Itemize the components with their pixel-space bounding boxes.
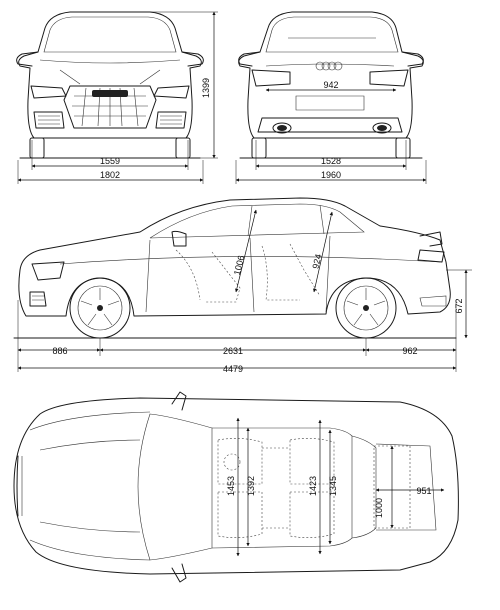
front-shoulder-width: 1453 [226, 476, 236, 496]
rear-overall-width: 1960 [321, 170, 341, 180]
front-height: 1399 [201, 78, 211, 98]
top-dimension-labels: 1453 1392 1423 1345 1000 951 [226, 476, 432, 518]
front-headroom: 1006 [232, 254, 247, 276]
trunk-length: 1000 [374, 498, 384, 518]
rear-headroom: 924 [311, 253, 324, 270]
rear-overhang: 962 [402, 346, 417, 356]
front-view [16, 11, 204, 159]
front-overall-width: 1802 [100, 170, 120, 180]
side-dimension-labels: 886 2631 962 4479 672 1006 924 [52, 253, 464, 374]
front-track-width: 1559 [100, 156, 120, 166]
trunk-opening-width: 942 [323, 80, 338, 90]
rear-view [238, 11, 424, 159]
side-dimension-lines [17, 209, 472, 372]
rear-height: 672 [454, 298, 464, 313]
wheelbase: 2631 [223, 346, 243, 356]
front-rear-dimension-labels: 1559 1802 1399 1528 1960 942 [100, 78, 341, 180]
top-dimension-lines [236, 417, 445, 557]
rear-elbow-width: 1345 [328, 476, 338, 496]
rear-track-width: 1528 [321, 156, 341, 166]
front-overhang: 886 [52, 346, 67, 356]
audi-rings-icon [315, 61, 343, 71]
front-elbow-width: 1392 [246, 476, 256, 496]
overall-length: 4479 [223, 364, 243, 374]
top-view [13, 391, 459, 583]
trunk-width: 951 [416, 486, 431, 496]
rear-shoulder-width: 1423 [308, 476, 318, 496]
front-rear-dimension-lines [17, 11, 427, 184]
